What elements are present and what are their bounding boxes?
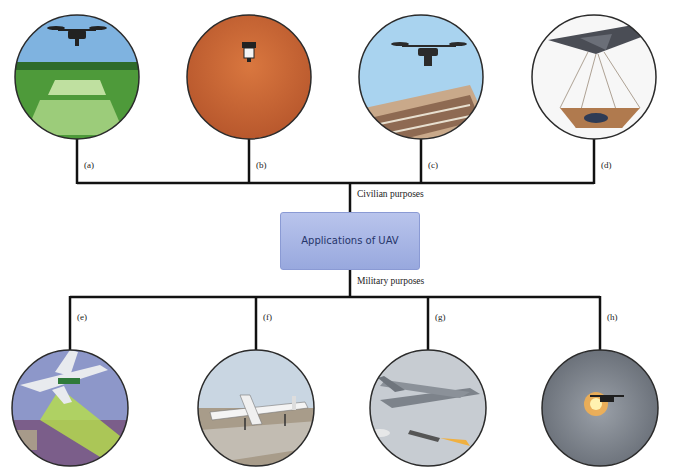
box-text: Applications of UAV <box>295 234 404 248</box>
callout-letter: (c) <box>427 160 439 170</box>
callout-letter: (g) <box>434 312 447 322</box>
callout-letter: (h) <box>606 312 619 322</box>
branch-label: Military purposes <box>356 276 425 286</box>
callout-letter: (f) <box>262 312 273 322</box>
branch-label: Civilian purposes <box>356 189 425 199</box>
callout-letter: (e) <box>76 312 88 322</box>
callout-letter: (d) <box>600 160 613 170</box>
callout-letter: (b) <box>255 160 268 170</box>
title-box: Applications of UAV <box>280 212 420 270</box>
callout-letter: (a) <box>83 160 95 170</box>
